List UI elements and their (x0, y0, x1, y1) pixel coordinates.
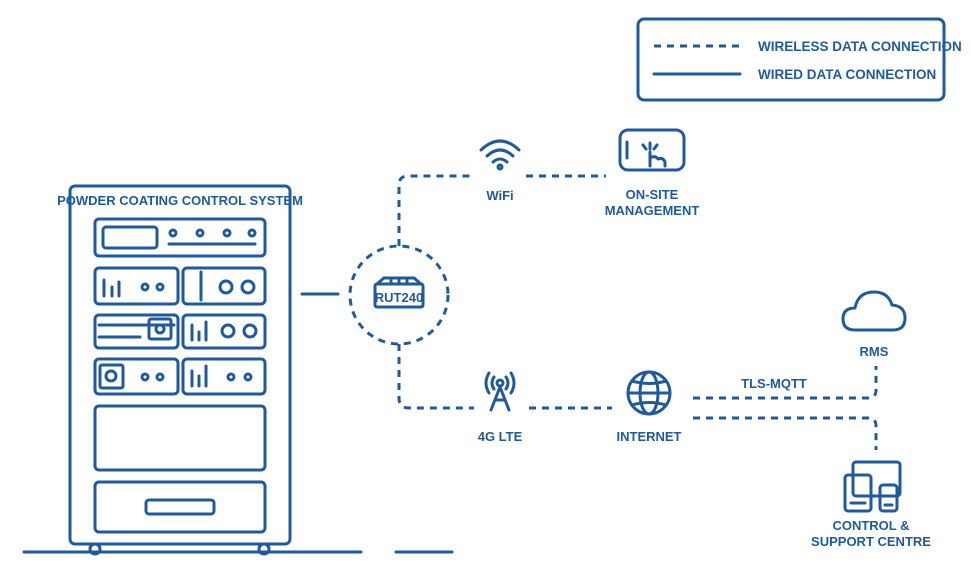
cabinet-led (195, 228, 205, 238)
cabinet-module (93, 266, 180, 306)
legend-wireless-label: WIRELESS DATA CONNECTION (758, 39, 962, 54)
cabinet-led (168, 228, 178, 238)
cabinet-wheel-right (257, 542, 271, 556)
onsite-label-line2: MANAGEMENT (605, 203, 700, 218)
control-cabinet (68, 184, 292, 556)
cabinet-module (181, 313, 267, 350)
router-label: RUT240 (375, 290, 423, 305)
cabinet-module-top (93, 217, 267, 258)
router-node (348, 244, 450, 346)
cabinet-led (222, 228, 232, 238)
cabinet-led (247, 228, 257, 238)
cabinet-compartment (93, 404, 267, 472)
wireless-link-internet-control (693, 416, 878, 450)
internet-label: INTERNET (617, 429, 682, 444)
cabinet-display (101, 225, 159, 250)
legend (636, 17, 946, 102)
cabinet-drawer (93, 480, 267, 534)
wifi-label: WiFi (486, 188, 513, 203)
protocol-label: TLS-MQTT (741, 376, 807, 391)
onsite-label-line1: ON-SITE (626, 187, 679, 202)
wifi-icon (479, 139, 521, 171)
legend-box (636, 17, 946, 102)
control-label-line2: SUPPORT CENTRE (811, 534, 931, 549)
cell-tower-icon (484, 371, 516, 412)
cabinet-title: POWDER COATING CONTROL SYSTEM (57, 193, 303, 208)
legend-wired-label: WIRED DATA CONNECTION (758, 67, 936, 82)
rms-label: RMS (860, 344, 889, 359)
devices-icon (843, 460, 902, 513)
wireless-link-router-lte (397, 344, 474, 410)
lte-label: 4G LTE (478, 429, 523, 444)
cabinet-drawer-handle (144, 498, 216, 516)
cabinet-body (68, 184, 292, 546)
control-label-line1: CONTROL & (832, 518, 909, 533)
cabinet-module (93, 357, 180, 396)
router-icon (373, 276, 425, 309)
cabinet-module (93, 313, 180, 350)
globe-icon (626, 370, 672, 416)
cabinet-module (181, 357, 267, 396)
cabinet-module (181, 266, 267, 306)
cloud-icon (841, 290, 907, 332)
router-circle (348, 244, 450, 346)
wireless-link-internet-rms (693, 366, 878, 400)
tablet-touch-icon (618, 128, 686, 172)
cabinet-wheel-left (88, 542, 102, 556)
wireless-link-router-wifi (397, 174, 473, 246)
